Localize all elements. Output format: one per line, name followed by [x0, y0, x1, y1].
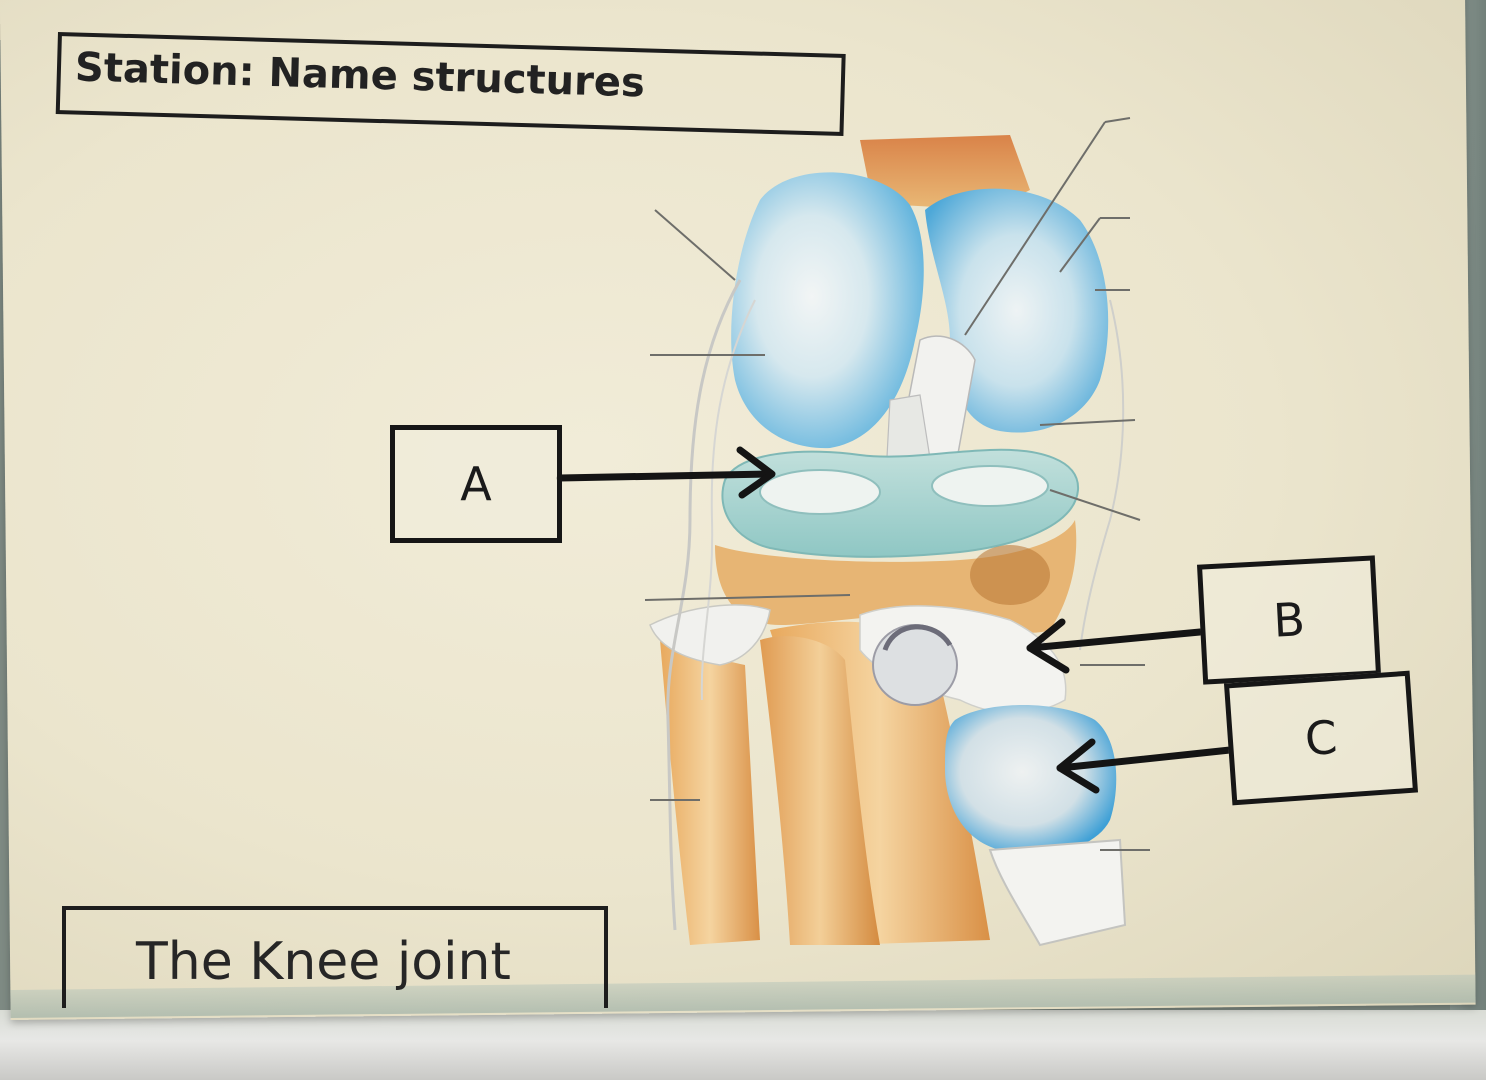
arrow-a [556, 446, 776, 499]
tibial-tuberosity-shadow [882, 624, 953, 651]
tibia-shaft [660, 640, 760, 945]
tibia-plateau [715, 520, 1077, 633]
joint-capsule-outline-inner [700, 299, 756, 701]
femur-lateral-condyle [731, 172, 924, 449]
label-a: A [460, 457, 492, 511]
arrow-c [1056, 738, 1234, 794]
background-bottom-shadow [0, 1040, 1486, 1080]
leader-lines [644, 117, 1150, 851]
patella [945, 705, 1117, 854]
tibia-plateau-dark-spot [970, 545, 1050, 605]
label-b: B [1271, 592, 1307, 648]
station-title: Station: Name structures [74, 44, 646, 107]
fibula-shaft [760, 636, 880, 945]
quadriceps-tendon [988, 838, 1127, 947]
caption-text: The Knee joint [136, 932, 511, 992]
caption-box: The Knee joint [62, 906, 608, 1008]
arrow-b [1026, 618, 1204, 674]
label-box-b: B [1196, 555, 1382, 685]
joint-capsule-outline-right [1079, 299, 1125, 651]
joint-capsule-outline [666, 279, 742, 931]
label-c: C [1303, 709, 1339, 767]
label-box-a: A [390, 425, 562, 543]
label-box-c: C [1223, 670, 1419, 806]
meniscus-lateral-opening [759, 469, 881, 515]
meniscus-medial-opening [931, 465, 1049, 507]
